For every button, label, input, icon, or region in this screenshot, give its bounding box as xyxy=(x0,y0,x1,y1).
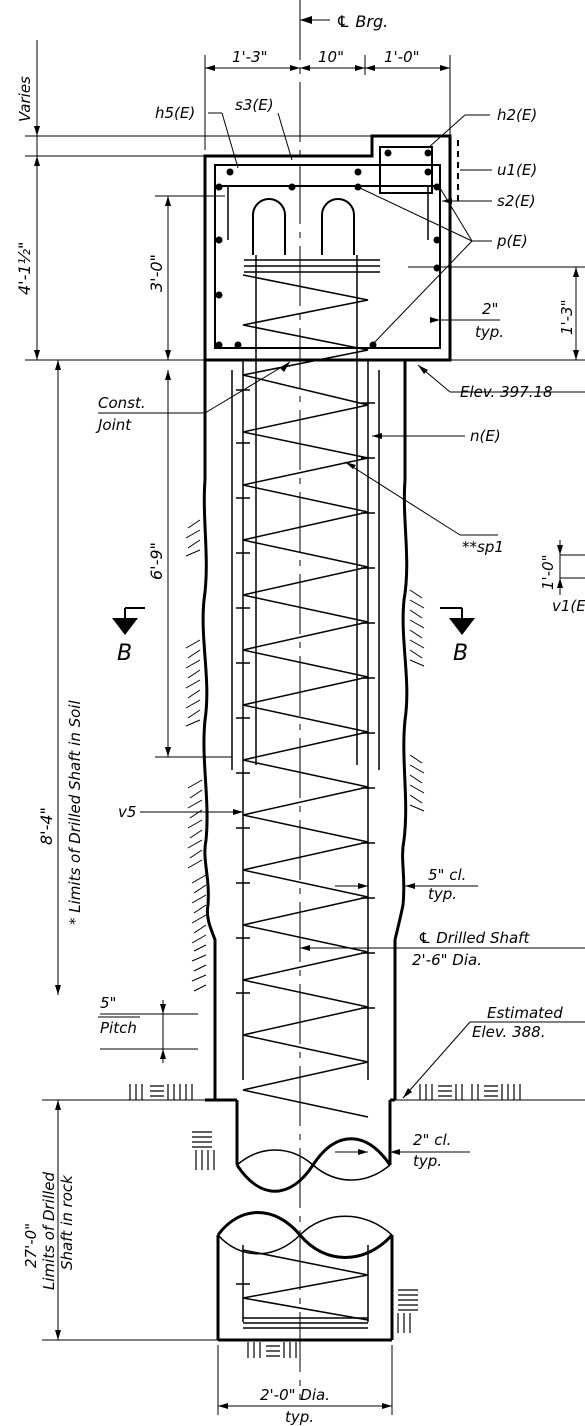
rock-hatch xyxy=(129,1084,521,1358)
joint-label: Joint xyxy=(95,416,132,434)
dim-1-3-right: 1'-3" xyxy=(558,299,576,335)
dim-6-9: 6'-9" xyxy=(147,542,166,580)
dim-27-0: 27'-0" xyxy=(22,1223,40,1268)
shaft-right-wavy xyxy=(393,479,409,990)
typ-label-1: typ. xyxy=(475,323,504,341)
const-label: Const. xyxy=(98,394,146,412)
hook-left xyxy=(252,198,286,255)
top-dimensions xyxy=(204,55,451,150)
shaft-left-wavy xyxy=(201,479,217,990)
section-b-left-label: B xyxy=(117,641,132,666)
dim-1-0-right: 1'-0" xyxy=(539,554,557,590)
section-b-right-arrow xyxy=(449,618,475,635)
typ-label-3: typ. xyxy=(413,1152,442,1170)
soil-limits-label: * Limits of Drilled Shaft in Soil xyxy=(66,700,84,925)
spiral-bottom xyxy=(242,1249,369,1321)
dim-8-4: 8'-4" xyxy=(37,807,56,845)
dia-2-0-label: 2'-0" Dia. xyxy=(260,1386,330,1404)
cap-stirrup xyxy=(214,164,441,349)
typ-label-2: typ. xyxy=(428,885,457,903)
longitudinal-bars xyxy=(231,255,380,1080)
varies-label: Varies xyxy=(16,76,34,122)
p-label: p(E) xyxy=(496,232,528,250)
v1-label: v1(E xyxy=(552,597,585,615)
soil-hatch-right xyxy=(409,589,425,812)
cl-brg-label: ℄ Brg. xyxy=(336,12,388,31)
section-b-right-label: B xyxy=(453,641,468,666)
two-cl-label: 2" cl. xyxy=(413,1131,451,1149)
hook-right xyxy=(321,198,355,255)
cap-horizontal-bars xyxy=(244,259,380,273)
spiral-reinforcement xyxy=(242,274,369,1118)
section-b-left-arrow xyxy=(112,618,138,635)
u1-label: u1(E) xyxy=(497,161,537,179)
five-inch-label: 5" xyxy=(100,994,116,1012)
s2-label: s2(E) xyxy=(497,192,536,210)
estimated-label: Estimated xyxy=(487,1004,563,1022)
n-label: n(E) xyxy=(470,427,501,445)
cap-bar-dots xyxy=(215,149,441,349)
elev-397-label: Elev. 397.18 xyxy=(460,383,553,401)
dim-10: 10" xyxy=(318,48,344,66)
typ-label-4: typ. xyxy=(285,1408,314,1426)
rock-limits-line2: Shaft in rock xyxy=(58,1174,76,1270)
soil-hatch-left xyxy=(185,519,207,992)
rock-limits-line1: Limits of Drilled xyxy=(40,1172,58,1290)
spiral-ticks xyxy=(236,389,375,1009)
s3-label: s3(E) xyxy=(235,96,274,114)
h2-label: h2(E) xyxy=(497,106,537,124)
dim-1-3-top: 1'-3" xyxy=(232,48,268,66)
pitch-label: Pitch xyxy=(100,1019,137,1037)
h5-label: h5(E) xyxy=(155,104,195,122)
sp1-label: **sp1 xyxy=(462,538,504,556)
dim-3-0: 3'-0" xyxy=(147,254,166,292)
elev-388-label: Elev. 388. xyxy=(472,1023,545,1041)
brg-arrowhead xyxy=(300,16,312,24)
dim-4-1-5: 4'-1½" xyxy=(15,242,34,295)
pier-cap-outline xyxy=(203,134,452,362)
v5-label: v5 xyxy=(118,803,136,821)
h2-bar-box xyxy=(379,146,433,194)
dia-2-6-label: 2'-6" Dia. xyxy=(412,951,482,969)
cl-shaft-label: ℄ Drilled Shaft xyxy=(418,929,530,947)
two-inch-label: 2" xyxy=(482,300,498,318)
five-cl-label: 5" cl. xyxy=(428,866,466,884)
dim-1-0-top: 1'-0" xyxy=(384,48,420,66)
